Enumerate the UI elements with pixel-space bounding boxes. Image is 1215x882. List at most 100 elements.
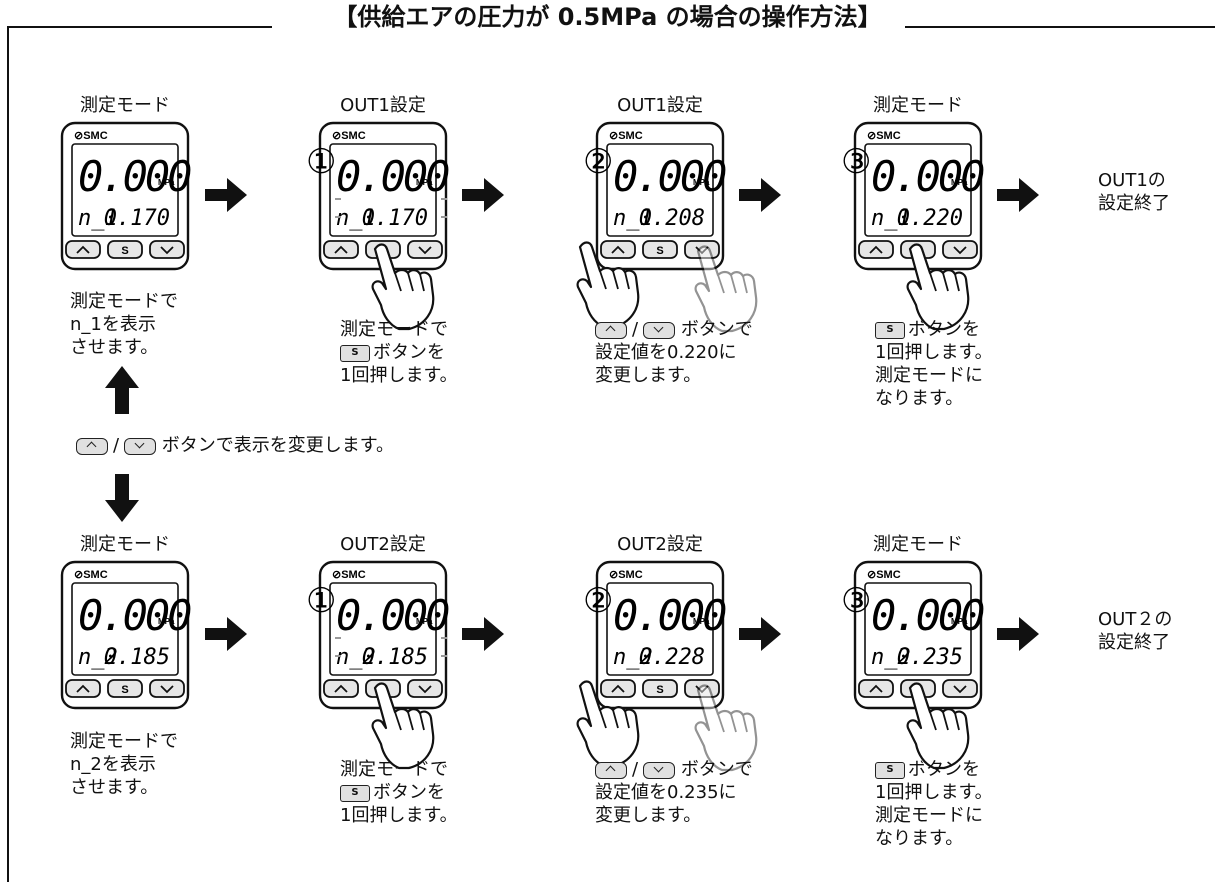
down-button bbox=[407, 240, 443, 259]
chevron-down-icon bbox=[418, 246, 432, 255]
main-value: 0.000 bbox=[78, 591, 191, 640]
chevron-up-icon bbox=[76, 245, 90, 254]
hand-press-up-icon bbox=[576, 680, 640, 768]
lcd-screen bbox=[606, 143, 714, 237]
up-button-icon bbox=[76, 437, 108, 455]
chevron-down-icon bbox=[160, 246, 174, 255]
s-button bbox=[642, 679, 678, 698]
down-button bbox=[942, 679, 978, 698]
down-button-icon bbox=[643, 321, 676, 339]
flow-arrow bbox=[205, 617, 247, 651]
main-value: 0.000 bbox=[78, 152, 191, 201]
set-value: 0.235 bbox=[897, 645, 963, 670]
s-button-icon: S bbox=[875, 321, 905, 339]
brand-logo: ⊘SMC bbox=[609, 569, 643, 581]
hand-press-s-icon bbox=[371, 682, 435, 770]
unit-label: MPa bbox=[951, 617, 968, 626]
s-button-icon: S bbox=[340, 344, 370, 362]
down-button-icon bbox=[124, 437, 157, 455]
switch-arrow-up bbox=[105, 366, 139, 414]
s-button-label: S bbox=[656, 684, 663, 696]
set-value: 0.185 bbox=[362, 645, 428, 670]
up-button bbox=[600, 240, 636, 259]
unit-label: MPa bbox=[693, 178, 710, 187]
step-number: ① bbox=[306, 581, 336, 621]
lcd-screen bbox=[864, 143, 972, 237]
mode-code: n_1 bbox=[871, 206, 911, 231]
panel-label: 測定モード bbox=[873, 534, 963, 555]
up-button-icon bbox=[595, 321, 627, 339]
chevron-down-icon bbox=[695, 246, 709, 255]
main-value: 0.000 bbox=[336, 152, 449, 201]
chevron-up-icon bbox=[611, 245, 625, 254]
down-button bbox=[407, 679, 443, 698]
chevron-down-icon bbox=[953, 246, 967, 255]
step-number: ③ bbox=[841, 581, 871, 621]
lcd-screen bbox=[606, 582, 714, 676]
s-button-label: S bbox=[121, 684, 128, 696]
panel-label: OUT2設定 bbox=[617, 534, 703, 555]
hand-outline bbox=[694, 684, 758, 772]
end-note: OUT２の設定終了 bbox=[1098, 609, 1173, 653]
up-button bbox=[858, 679, 894, 698]
unit-label: MPa bbox=[158, 617, 175, 626]
mode-code: n_1 bbox=[78, 206, 118, 231]
lcd-screen bbox=[864, 582, 972, 676]
set-value: 0.208 bbox=[639, 206, 705, 231]
hand-press-s-icon bbox=[906, 243, 970, 331]
lcd-screen bbox=[329, 143, 437, 237]
brand-logo: ⊘SMC bbox=[332, 130, 366, 142]
s-button bbox=[107, 679, 143, 698]
lcd-screen bbox=[329, 582, 437, 676]
brand-logo: ⊘SMC bbox=[74, 569, 108, 581]
hand-outline bbox=[906, 682, 970, 770]
set-value: 0.185 bbox=[104, 645, 170, 670]
panel-label: OUT1設定 bbox=[617, 95, 703, 116]
hand-fingers bbox=[599, 270, 630, 290]
set-value: 0.170 bbox=[104, 206, 170, 231]
down-button bbox=[149, 240, 185, 259]
hand-fingers bbox=[394, 711, 425, 731]
chevron-up-icon bbox=[334, 245, 348, 254]
step-number: ③ bbox=[841, 142, 871, 182]
chevron-down-icon bbox=[953, 685, 967, 694]
lcd-screen bbox=[71, 582, 179, 676]
brand-logo: ⊘SMC bbox=[74, 130, 108, 142]
main-value: 0.000 bbox=[871, 591, 984, 640]
step-number: ② bbox=[583, 581, 613, 621]
brand-logo: ⊘SMC bbox=[867, 130, 901, 142]
set-value: 0.228 bbox=[639, 645, 705, 670]
hand-outline bbox=[371, 682, 435, 770]
panel-buttons: S bbox=[65, 679, 185, 698]
panel-buttons: S bbox=[65, 240, 185, 259]
switch-note: / ボタンで表示を変更します。 bbox=[76, 434, 394, 457]
end-note: OUT1の設定終了 bbox=[1098, 170, 1170, 214]
s-button-label: S bbox=[656, 245, 663, 257]
brand-logo: ⊘SMC bbox=[609, 130, 643, 142]
chevron-down-icon bbox=[695, 685, 709, 694]
lcd-screen bbox=[71, 143, 179, 237]
up-button bbox=[600, 679, 636, 698]
set-value: 0.170 bbox=[362, 206, 428, 231]
hand-outline bbox=[576, 241, 640, 329]
panel-label: 測定モード bbox=[873, 95, 963, 116]
unit-label: MPa bbox=[416, 617, 433, 626]
unit-label: MPa bbox=[416, 178, 433, 187]
hand-outline bbox=[694, 245, 758, 333]
up-button bbox=[65, 240, 101, 259]
chevron-up-icon bbox=[869, 684, 883, 693]
up-button bbox=[323, 240, 359, 259]
up-button bbox=[65, 679, 101, 698]
hand-fingers bbox=[717, 274, 748, 294]
unit-label: MPa bbox=[693, 617, 710, 626]
slash-separator: / bbox=[632, 759, 639, 780]
s-button-label: S bbox=[121, 245, 128, 257]
